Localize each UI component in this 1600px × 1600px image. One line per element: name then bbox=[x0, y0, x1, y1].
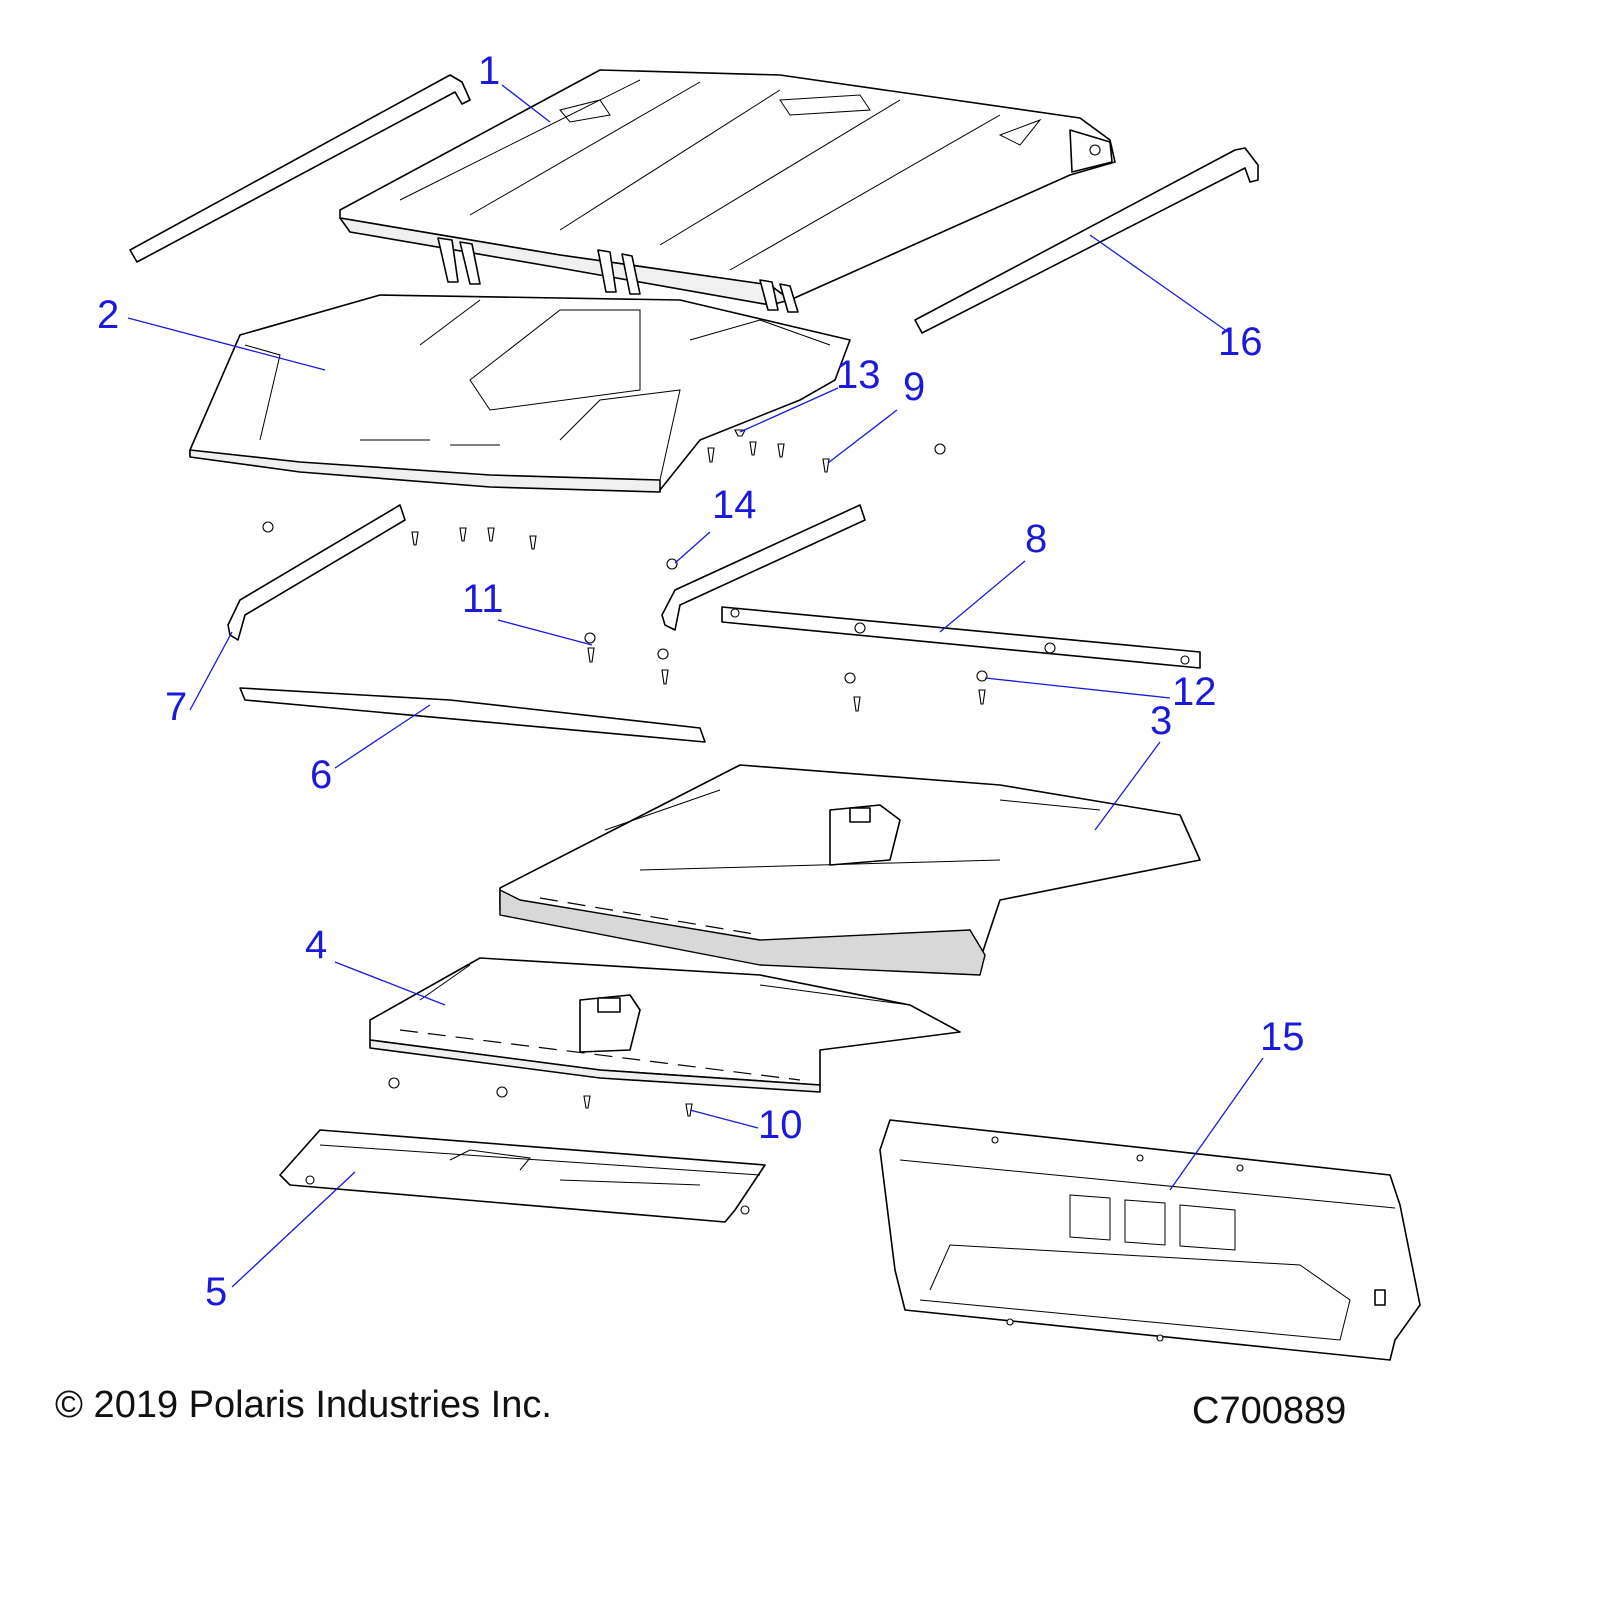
part-6-trim-strip bbox=[239, 687, 706, 743]
callout-14: 14 bbox=[712, 483, 757, 527]
callout-7: 7 bbox=[165, 685, 187, 729]
part-16-roof-rail bbox=[914, 147, 1259, 334]
fasteners bbox=[262, 429, 988, 1117]
callout-3: 3 bbox=[1150, 699, 1172, 743]
callout-13: 13 bbox=[836, 353, 881, 397]
callout-labels: 1 2 3 4 5 6 7 8 9 10 11 12 13 14 15 16 bbox=[97, 49, 1305, 1314]
callout-10: 10 bbox=[758, 1103, 803, 1147]
part-2-roof-cover bbox=[189, 294, 851, 493]
callout-2: 2 bbox=[97, 293, 119, 337]
callout-9: 9 bbox=[903, 365, 925, 409]
callout-11: 11 bbox=[462, 577, 504, 621]
callout-6: 6 bbox=[310, 753, 332, 797]
figure-code: C700889 bbox=[1192, 1390, 1347, 1432]
callout-8: 8 bbox=[1025, 517, 1047, 561]
leader-lines bbox=[127, 84, 1264, 1288]
part-4-headliner-lower bbox=[369, 957, 961, 1093]
part-3-headliner bbox=[499, 764, 1201, 976]
roof-rail-left bbox=[129, 74, 471, 263]
callout-4: 4 bbox=[305, 923, 327, 967]
part-1-roof-panel bbox=[339, 69, 1116, 313]
part-5-rear-trim-panel bbox=[279, 1129, 766, 1223]
copyright-notice: © 2019 Polaris Industries Inc. bbox=[55, 1384, 552, 1426]
side-bracket-right bbox=[661, 504, 866, 631]
callout-15: 15 bbox=[1260, 1015, 1305, 1059]
callout-1: 1 bbox=[478, 49, 500, 93]
callout-12: 12 bbox=[1172, 670, 1217, 714]
callout-16: 16 bbox=[1218, 320, 1263, 364]
part-8-crossbar bbox=[721, 606, 1201, 669]
part-15-rear-panel bbox=[879, 1119, 1421, 1361]
callout-5: 5 bbox=[205, 1270, 227, 1314]
part-7-side-bracket bbox=[227, 504, 406, 641]
